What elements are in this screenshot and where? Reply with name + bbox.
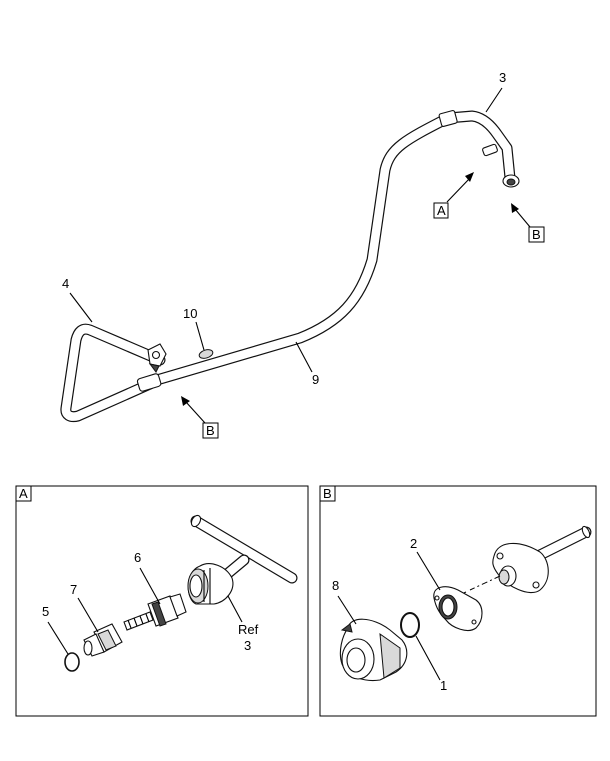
callout-ref-line1: Ref	[238, 622, 259, 637]
main-view: 3 4 10 9 A B B	[60, 70, 545, 439]
callout-2: 2	[410, 536, 417, 551]
o-ring-1	[400, 612, 420, 638]
view-ref-b-left-label: B	[206, 423, 215, 438]
nut-7	[83, 623, 123, 657]
adapter-8	[339, 618, 408, 682]
o-ring-5	[64, 652, 80, 672]
callout-8: 8	[332, 578, 339, 593]
view-ref-b-left: B	[181, 396, 219, 439]
callout-7: 7	[70, 582, 77, 597]
callout-10: 10	[183, 306, 197, 321]
view-ref-b-right-label: B	[532, 227, 541, 242]
callout-3: 3	[499, 70, 506, 85]
view-ref-b-right: B	[511, 203, 545, 243]
view-ref-a: A	[433, 172, 474, 219]
detail-b-title: B	[323, 486, 332, 501]
leader-10	[195, 321, 205, 351]
clip-10	[147, 343, 214, 373]
callout-4: 4	[62, 276, 69, 291]
leader-4	[69, 292, 93, 323]
tube-stub-ref3	[187, 514, 298, 605]
callout-5: 5	[42, 604, 49, 619]
detail-a-title: A	[19, 486, 28, 501]
callout-9: 9	[312, 372, 319, 387]
view-ref-a-label: A	[437, 203, 446, 218]
detail-view-a: A	[15, 485, 309, 717]
callout-1: 1	[440, 678, 447, 693]
leader-3	[485, 87, 503, 113]
detail-view-b: B	[319, 485, 597, 717]
tube-loop-4	[60, 323, 166, 423]
callout-6: 6	[134, 550, 141, 565]
leader-9	[295, 341, 313, 373]
tube-flange	[492, 525, 592, 594]
tube-assembly-9	[144, 110, 520, 388]
gasket-2	[433, 586, 483, 631]
callout-ref-line2: 3	[244, 638, 251, 653]
fitting-6	[123, 593, 187, 631]
